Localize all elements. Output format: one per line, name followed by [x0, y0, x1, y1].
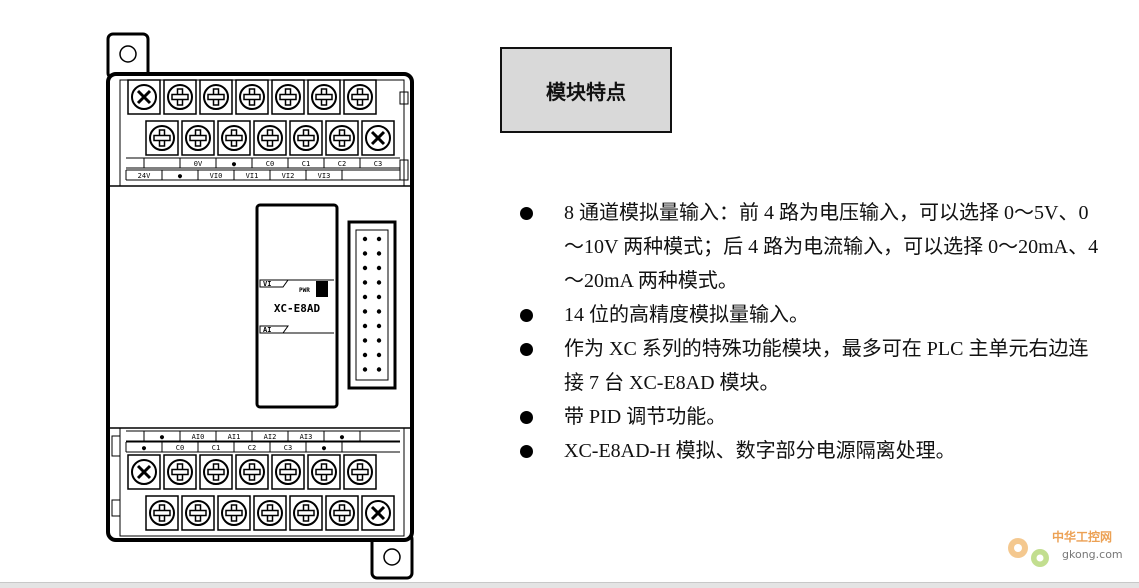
- terminal-label: C0: [266, 160, 274, 168]
- terminal-label: 24V: [138, 172, 151, 180]
- terminal-label: ●: [142, 444, 147, 452]
- ground-screw-icon: [361, 495, 395, 531]
- ground-screw-icon: [127, 79, 161, 115]
- port-pin: [362, 367, 368, 372]
- watermark-title: 中华工控网: [1052, 530, 1113, 544]
- terminal-label: VI2: [282, 172, 295, 180]
- ground-screw-icon: [361, 120, 395, 156]
- terminal-screw-icon: [343, 79, 377, 115]
- terminal-label: C3: [374, 160, 382, 168]
- port-pin: [362, 265, 368, 271]
- port-pin: [362, 251, 368, 256]
- vi-label: VI: [263, 280, 271, 288]
- terminal-screw-icon: [253, 120, 287, 156]
- terminal-screw-icon: [325, 120, 359, 156]
- feature-item: 带 PID 调节功能。: [520, 400, 1105, 434]
- terminal-label: ●: [160, 433, 165, 441]
- terminal-label: AI0: [192, 433, 205, 441]
- watermark-url: gkong.com: [1062, 548, 1123, 561]
- terminal-label: C1: [212, 444, 220, 452]
- terminal-screw-icon: [181, 495, 215, 531]
- port-pin: [376, 309, 382, 314]
- terminal-screw-icon: [199, 79, 233, 115]
- terminal-screw-icon: [235, 79, 269, 115]
- terminal-label: AI2: [264, 433, 277, 441]
- bullet-icon: [520, 207, 533, 220]
- terminal-label: C1: [302, 160, 310, 168]
- terminal-label: C3: [284, 444, 292, 452]
- port-pin: [362, 338, 368, 343]
- pwr-led: [316, 281, 328, 297]
- port-pin: [376, 280, 382, 285]
- port-pin: [376, 338, 382, 343]
- feature-list: 8 通道模拟量输入：前 4 路为电压输入，可以选择 0～5V、0～10V 两种模…: [520, 196, 1105, 468]
- terminal-label: ●: [322, 444, 327, 452]
- port-pin: [376, 236, 382, 242]
- terminal-screw-icon: [289, 495, 323, 531]
- terminal-screw-icon: [325, 495, 359, 531]
- terminal-screw-icon: [343, 454, 377, 490]
- terminal-screw-icon: [199, 454, 233, 490]
- watermark: 中华工控网 gkong.com: [1000, 524, 1132, 576]
- terminal-screw-icon: [163, 79, 197, 115]
- terminal-screw-icon: [253, 495, 287, 531]
- port-pin: [376, 323, 382, 329]
- terminal-screw-icon: [145, 495, 179, 531]
- terminal-label: AI1: [228, 433, 241, 441]
- port-pin: [376, 367, 382, 372]
- terminal-label: C2: [338, 160, 346, 168]
- expansion-port-pins: [362, 236, 382, 372]
- terminal-screw-icon: [271, 454, 305, 490]
- port-pin: [376, 251, 382, 256]
- terminal-screw-icon: [217, 120, 251, 156]
- terminal-screw-icon: [163, 454, 197, 490]
- bullet-icon: [520, 309, 533, 322]
- ai-label: AI: [263, 326, 271, 334]
- port-pin: [362, 309, 368, 314]
- terminal-screws: [127, 79, 395, 531]
- terminal-label: ●: [178, 172, 183, 180]
- port-pin: [362, 294, 368, 300]
- pwr-label: PWR: [299, 287, 310, 294]
- terminal-label: VI1: [246, 172, 259, 180]
- terminal-label: C0: [176, 444, 184, 452]
- terminal-screw-icon: [181, 120, 215, 156]
- terminal-label: C2: [248, 444, 256, 452]
- terminal-label: VI0: [210, 172, 223, 180]
- port-pin: [376, 352, 382, 358]
- feature-item: 8 通道模拟量输入：前 4 路为电压输入，可以选择 0～5V、0～10V 两种模…: [520, 196, 1105, 298]
- terminal-screw-icon: [217, 495, 251, 531]
- terminal-screw-icon: [289, 120, 323, 156]
- terminal-screw-icon: [307, 454, 341, 490]
- port-pin: [362, 323, 368, 329]
- terminal-label: VI3: [318, 172, 331, 180]
- port-pin: [376, 265, 382, 271]
- port-pin: [362, 280, 368, 285]
- bullet-icon: [520, 411, 533, 424]
- port-pin: [362, 352, 368, 358]
- terminal-screw-icon: [271, 79, 305, 115]
- terminal-label: 0V: [194, 160, 203, 168]
- feature-item: 14 位的高精度模拟量输入。: [520, 298, 1105, 332]
- terminal-label: ●: [340, 433, 345, 441]
- gear-icon: [1008, 538, 1049, 567]
- port-pin: [376, 294, 382, 300]
- feature-item: XC-E8AD-H 模拟、数字部分电源隔离处理。: [520, 434, 1105, 468]
- terminal-label: AI3: [300, 433, 313, 441]
- terminal-screw-icon: [145, 120, 179, 156]
- terminal-screw-icon: [307, 79, 341, 115]
- ground-screw-icon: [127, 454, 161, 490]
- terminal-label: ●: [232, 160, 237, 168]
- bullet-icon: [520, 445, 533, 458]
- window-bottom-edge: [0, 582, 1139, 588]
- section-title: 模块特点: [500, 47, 672, 133]
- model-label: XC-E8AD: [274, 302, 321, 315]
- bullet-icon: [520, 343, 533, 356]
- terminal-screw-icon: [235, 454, 269, 490]
- port-pin: [362, 236, 368, 242]
- feature-item: 作为 XC 系列的特殊功能模块，最多可在 PLC 主单元右边连接 7 台 XC-…: [520, 332, 1105, 400]
